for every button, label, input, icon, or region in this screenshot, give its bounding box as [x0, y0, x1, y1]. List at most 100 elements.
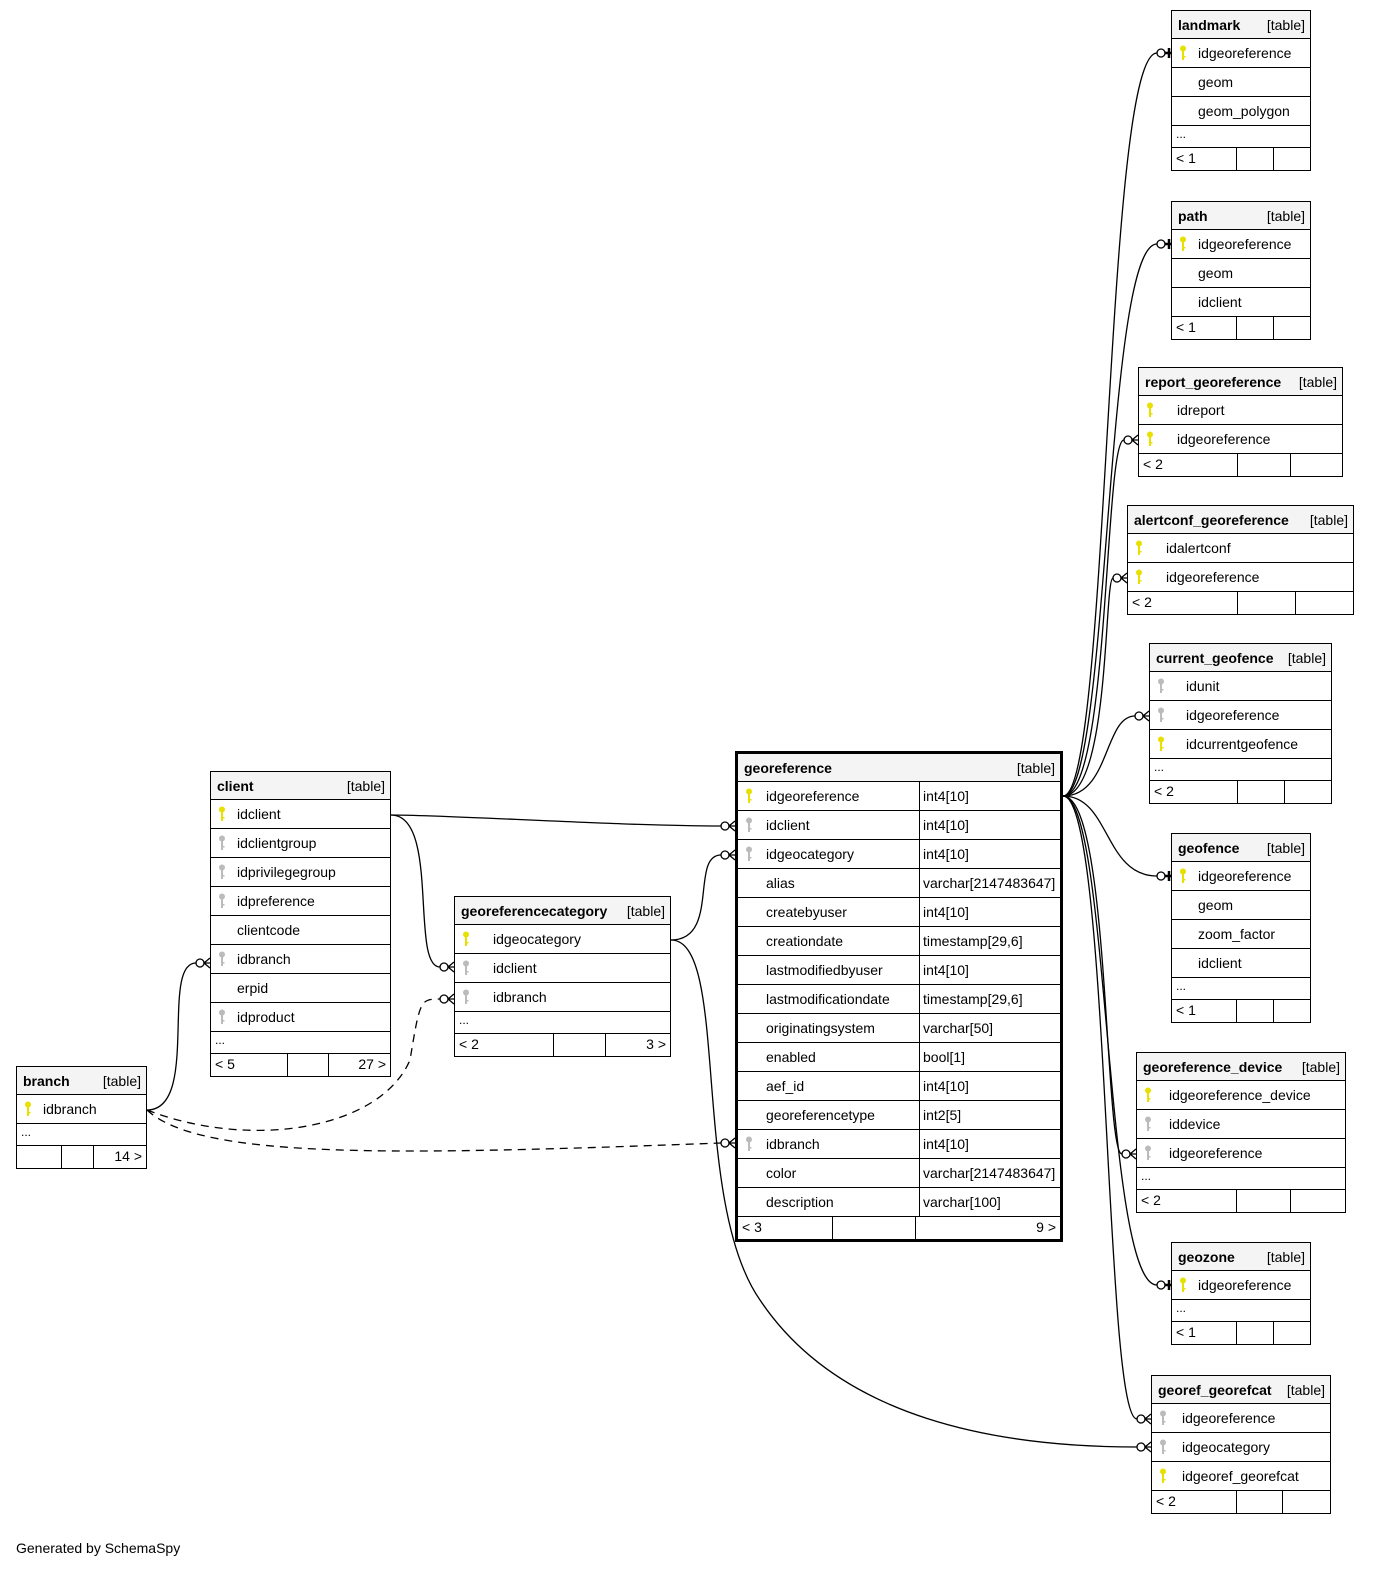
parents-count[interactable]: < 1 [1172, 1322, 1237, 1344]
generated-by-footer: Generated by SchemaSpy [16, 1540, 181, 1556]
parents-count[interactable]: < 2 [455, 1034, 555, 1056]
table-branch[interactable]: branch [table]idbranch...14 > [16, 1066, 147, 1169]
column-row[interactable]: idclient [1172, 949, 1310, 978]
parents-count[interactable]: < 2 [1139, 454, 1238, 476]
table-georeference-device[interactable]: georeference_device [table]idgeoreferenc… [1136, 1052, 1346, 1213]
edge-branch-client [146, 962, 197, 1111]
edge-report-georeference [1062, 439, 1125, 797]
children-count[interactable]: 27 > [358, 1056, 386, 1072]
children-count[interactable]: 14 > [114, 1148, 142, 1164]
column-row[interactable]: idgeoreference [1139, 425, 1342, 454]
column-row[interactable]: idalertconf [1128, 534, 1353, 563]
rows-count [1237, 317, 1275, 339]
column-row[interactable]: geom [1172, 68, 1310, 97]
parents-count[interactable]: < 2 [1128, 592, 1238, 614]
edge-branch-georeference-end [720, 1137, 736, 1149]
column-row[interactable]: idclient [211, 800, 390, 829]
children-count[interactable]: 3 > [646, 1036, 666, 1052]
column-row[interactable]: idbranch [455, 983, 670, 1012]
parents-count[interactable]: < 2 [1152, 1491, 1237, 1513]
column-row[interactable]: idgeoreference [1152, 1404, 1330, 1433]
foreign-key-icon [1137, 1116, 1159, 1132]
column-name: idalertconf [1166, 540, 1231, 556]
column-type: timestamp[29,6] [919, 985, 1023, 1013]
table-alertconf-georeference[interactable]: alertconf_georeference [table]idalertcon… [1127, 505, 1354, 615]
more-columns-ellipsis: ... [1172, 978, 1310, 1000]
column-row[interactable]: idproduct [211, 1003, 390, 1032]
column-row[interactable]: idclient [455, 954, 670, 983]
column-row[interactable]: idreport [1139, 396, 1342, 425]
table-name: client [217, 777, 254, 794]
column-row[interactable]: idpreference [211, 887, 390, 916]
column-row[interactable]: zoom_factor [1172, 920, 1310, 949]
table-name: alertconf_georeference [1134, 511, 1289, 528]
column-row[interactable]: idgeoreference [1172, 230, 1310, 259]
column-row[interactable]: clientcode [211, 916, 390, 945]
column-row[interactable]: idbranch [17, 1095, 146, 1124]
column-name: idbranch [43, 1101, 97, 1117]
column-row[interactable]: idcurrentgeofence [1150, 730, 1331, 759]
primary-key-icon [1172, 45, 1194, 61]
column-row[interactable]: idgeoreference [1172, 39, 1310, 68]
column-row[interactable]: idgeoreference [1172, 862, 1310, 891]
parents-count[interactable]: < 5 [211, 1054, 289, 1076]
column-row[interactable]: idgeoreference [1172, 1271, 1310, 1300]
column-name: idclient [493, 960, 537, 976]
column-row[interactable]: geom [1172, 259, 1310, 288]
column-row[interactable]: idunit [1150, 672, 1331, 701]
table-footer: < 2 [1150, 781, 1331, 803]
parents-count[interactable]: < 2 [1150, 781, 1238, 803]
table-kind-label: [table] [1298, 373, 1337, 390]
column-row[interactable]: idprivilegegroup [211, 858, 390, 887]
children-count[interactable]: 9 > [1036, 1219, 1056, 1235]
parents-count[interactable]: < 1 [1172, 148, 1237, 170]
column-row[interactable]: idgeocategory [1152, 1433, 1330, 1462]
column-row[interactable]: iddevice [1137, 1110, 1345, 1139]
table-georeferencecategory[interactable]: georeferencecategory [table]idgeocategor… [454, 896, 671, 1057]
parents-count[interactable]: < 1 [1172, 1000, 1237, 1022]
column-row[interactable]: idgeoreference [1128, 563, 1353, 592]
column-row[interactable]: geom_polygon [1172, 97, 1310, 126]
column-row[interactable]: idclientgroup [211, 829, 390, 858]
parents-count[interactable]: < 2 [1137, 1190, 1237, 1212]
column-name: idgeoreference [1198, 45, 1292, 61]
column-row[interactable]: geom [1172, 891, 1310, 920]
column-row[interactable]: idgeoreference_device [1137, 1081, 1345, 1110]
column-row[interactable]: idclient [1172, 288, 1310, 317]
table-geozone[interactable]: geozone [table]idgeoreference...< 1 [1171, 1242, 1311, 1345]
column-row[interactable]: idgeoreference [1137, 1139, 1345, 1168]
parents-count[interactable]: < 3 [738, 1217, 834, 1239]
parents-count[interactable]: < 1 [1172, 317, 1237, 339]
foreign-key-icon [1137, 1145, 1159, 1161]
column-name: creationdate [766, 933, 844, 949]
column-row[interactable]: erpid [211, 974, 390, 1003]
column-row[interactable]: idgeocategory [455, 925, 670, 954]
column-row[interactable]: idbranch [211, 945, 390, 974]
column-row[interactable]: idgeoref_georefcat [1152, 1462, 1330, 1491]
table-header: georeference_device [table] [1137, 1053, 1345, 1081]
column-row[interactable]: idgeoreference [1150, 701, 1331, 730]
